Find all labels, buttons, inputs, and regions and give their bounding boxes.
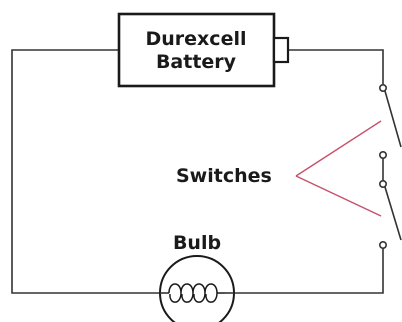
bulb-glass [159,255,235,322]
switch-bottom [378,180,402,250]
switches-pointers [295,120,382,217]
bulb-filament [168,283,225,303]
switch-top-contact-lower [378,151,387,160]
wire-top-right [288,49,384,84]
battery-label-line2: Battery [156,51,237,73]
bulb [159,255,235,322]
switch-top [378,84,402,160]
battery-label-line1: Durexcell [146,28,247,50]
battery: Durexcell Battery [117,12,290,88]
switch-bottom-contact-lower [378,241,387,250]
switch-bottom-contact-upper [378,180,387,189]
wire-left [11,49,160,294]
switches-label: Switches [176,165,272,187]
wire-bottom-right [234,248,384,294]
switches-pointer-upper [295,120,382,177]
battery-body [117,12,276,88]
switches-pointer-lower [295,175,382,217]
bulb-label: Bulb [173,232,221,254]
switch-top-contact-upper [378,84,387,93]
circuit-wires [11,49,384,294]
switch-top-lever [384,90,402,148]
battery-terminal [272,36,290,64]
switch-bottom-lever [384,186,402,241]
